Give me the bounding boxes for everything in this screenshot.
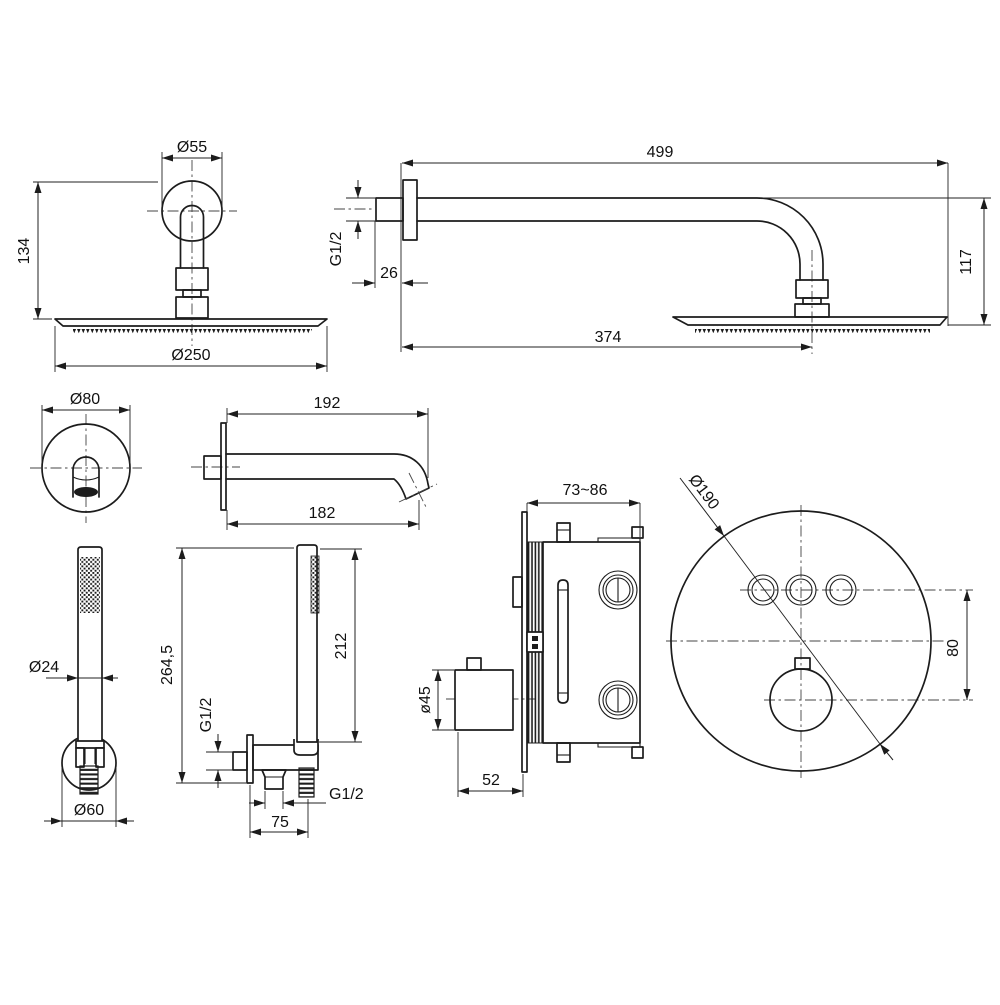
- dim-handshower-total-height: 264,5: [159, 645, 176, 685]
- arm-wall-flange: [402, 179, 418, 241]
- dim-arm-thread: G1/2: [328, 232, 345, 267]
- spout-body: [225, 453, 430, 500]
- dim-valve-mounting-depth: 73~86: [563, 482, 608, 499]
- dim-valve-knob-diameter: ø45: [417, 686, 434, 714]
- dim-button-spacing: 80: [945, 639, 962, 657]
- dim-holder-outlet-thread: G1/2: [329, 786, 364, 803]
- valve-top-tab: [556, 522, 571, 543]
- shower-head-plate: [54, 318, 328, 327]
- hose-spring: [79, 765, 99, 795]
- dim-holder-inlet-thread: G1/2: [198, 698, 215, 733]
- plate-button-2: [785, 574, 817, 606]
- dim-spout-total-length: 192: [314, 395, 341, 412]
- spray-nozzles: [73, 327, 312, 334]
- spray-face: [80, 557, 100, 613]
- dim-arm-drop: 117: [958, 249, 975, 275]
- spray-face-edge: [310, 555, 320, 614]
- holder-cradle: [293, 739, 319, 756]
- elbow-plate: [41, 423, 131, 513]
- view-hand-shower: Ø24 Ø60: [29, 546, 134, 827]
- view-wall-shower-arm: 499 G1/2 26 374 117: [328, 144, 991, 354]
- plate-temperature-knob: [769, 668, 833, 732]
- bracket-clamp: [75, 740, 105, 749]
- spout-wall-plate: [220, 422, 227, 511]
- dim-head-diameter: Ø250: [171, 347, 210, 364]
- view-mixer-valve-side: 73~86 ø45 52: [417, 482, 644, 797]
- dim-handle-length: 212: [333, 633, 350, 660]
- dim-drop-height: 134: [16, 238, 33, 265]
- plate-button-3: [825, 574, 857, 606]
- view-wall-elbow-front: Ø80: [30, 391, 142, 523]
- spray-nozzles: [695, 326, 930, 333]
- view-bath-spout: 192 182: [191, 395, 438, 530]
- valve-port-top: [598, 570, 638, 610]
- valve-knob: [454, 669, 514, 731]
- dim-wall-offset: 26: [380, 265, 398, 282]
- dim-valve-knob-depth: 52: [482, 772, 500, 789]
- valve-knob-button: [466, 657, 482, 671]
- dim-head-offset: 374: [595, 329, 622, 346]
- arm-tube: [416, 197, 824, 281]
- shower-head-plate-side: [672, 316, 948, 326]
- dim-flange-diameter: Ø55: [177, 139, 207, 156]
- valve-bottom-tab: [556, 742, 571, 763]
- holder-inlet-stub: [232, 751, 248, 771]
- valve-port-bottom: [598, 680, 638, 720]
- valve-label-sticker: [526, 631, 544, 653]
- dim-arm-length: 499: [647, 144, 674, 161]
- valve-inner-slot: [557, 579, 569, 704]
- view-hand-shower-holder: 264,5 212 G1/2 G1/2 75: [159, 544, 364, 838]
- valve-left-stub: [512, 576, 523, 608]
- plate-button-1: [747, 574, 779, 606]
- dim-bracket-diameter: Ø60: [74, 802, 104, 819]
- elbow-outlet: [72, 456, 100, 498]
- valve-plate: [670, 510, 932, 772]
- hose-connector: [298, 767, 315, 798]
- dim-elbow-diameter: Ø80: [70, 391, 100, 408]
- drop-pipe: [179, 204, 205, 269]
- dim-spout-body-length: 182: [309, 505, 336, 522]
- dim-holder-depth: 75: [271, 814, 289, 831]
- dim-handle-diameter: Ø24: [29, 659, 59, 676]
- view-ceiling-shower-head: Ø55 134 Ø250: [16, 139, 328, 372]
- elbow-outlet-opening: [74, 487, 98, 497]
